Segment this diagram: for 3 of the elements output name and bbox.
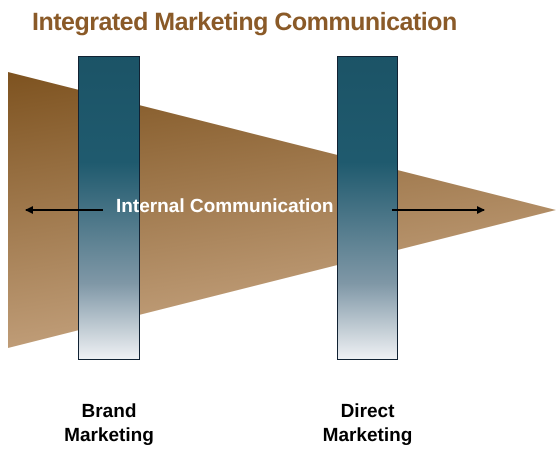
- bar-label: Direct Marketing: [322, 400, 414, 448]
- bar-label: Brand Marketing: [63, 400, 155, 448]
- title: Integrated Marketing Communication: [32, 8, 457, 37]
